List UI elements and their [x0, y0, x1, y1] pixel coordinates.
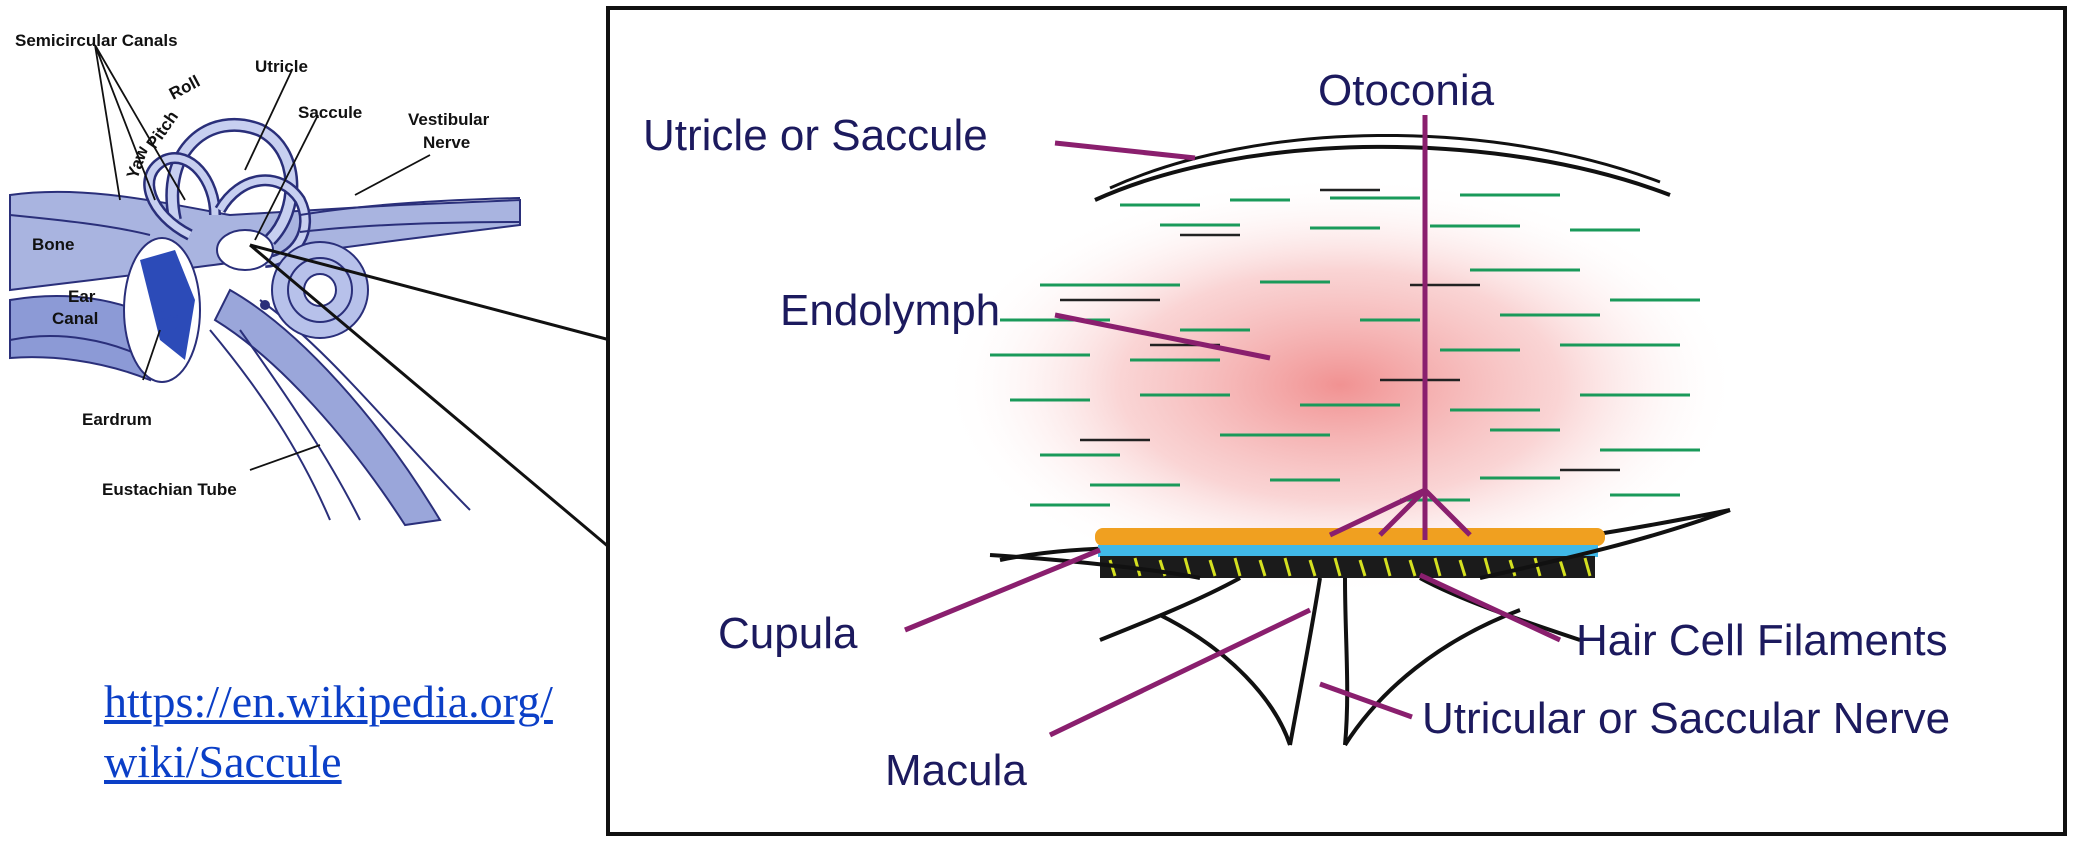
- otoconia-layer: [1095, 528, 1605, 546]
- label-endolymph: Endolymph: [780, 286, 1000, 335]
- label-pitch: Pitch: [143, 107, 182, 152]
- label-ear: Ear: [68, 287, 96, 306]
- label-semicircular-canals: Semicircular Canals: [15, 31, 178, 50]
- label-eustachian-tube: Eustachian Tube: [102, 480, 237, 499]
- label-utricular-or-saccular-nerve: Utricular or Saccular Nerve: [1422, 694, 1950, 743]
- label-utricle: Utricle: [255, 57, 308, 76]
- label-utricle-or-saccule: Utricle or Saccule: [643, 111, 988, 160]
- source-link[interactable]: https://en.wikipedia.org/wiki/Saccule: [104, 672, 584, 792]
- label-otoconia: Otoconia: [1318, 66, 1495, 115]
- label-eardrum: Eardrum: [82, 410, 152, 429]
- label-canal: Canal: [52, 309, 98, 328]
- label-nerve: Nerve: [423, 133, 470, 152]
- label-cupula: Cupula: [718, 609, 858, 658]
- label-hair-cell-filaments: Hair Cell Filaments: [1576, 616, 1948, 665]
- cupula-layer: [1098, 545, 1598, 557]
- label-macula: Macula: [885, 746, 1027, 795]
- macula-diagram: Otoconia Utricle or Saccule Endolymph Cu…: [608, 8, 2065, 834]
- label-saccule: Saccule: [298, 103, 362, 122]
- inner-ear-diagram: Semicircular Canals Utricle Saccule Roll…: [10, 31, 610, 548]
- label-roll: Roll: [166, 72, 203, 104]
- label-bone: Bone: [32, 235, 75, 254]
- label-vestibular: Vestibular: [408, 110, 490, 129]
